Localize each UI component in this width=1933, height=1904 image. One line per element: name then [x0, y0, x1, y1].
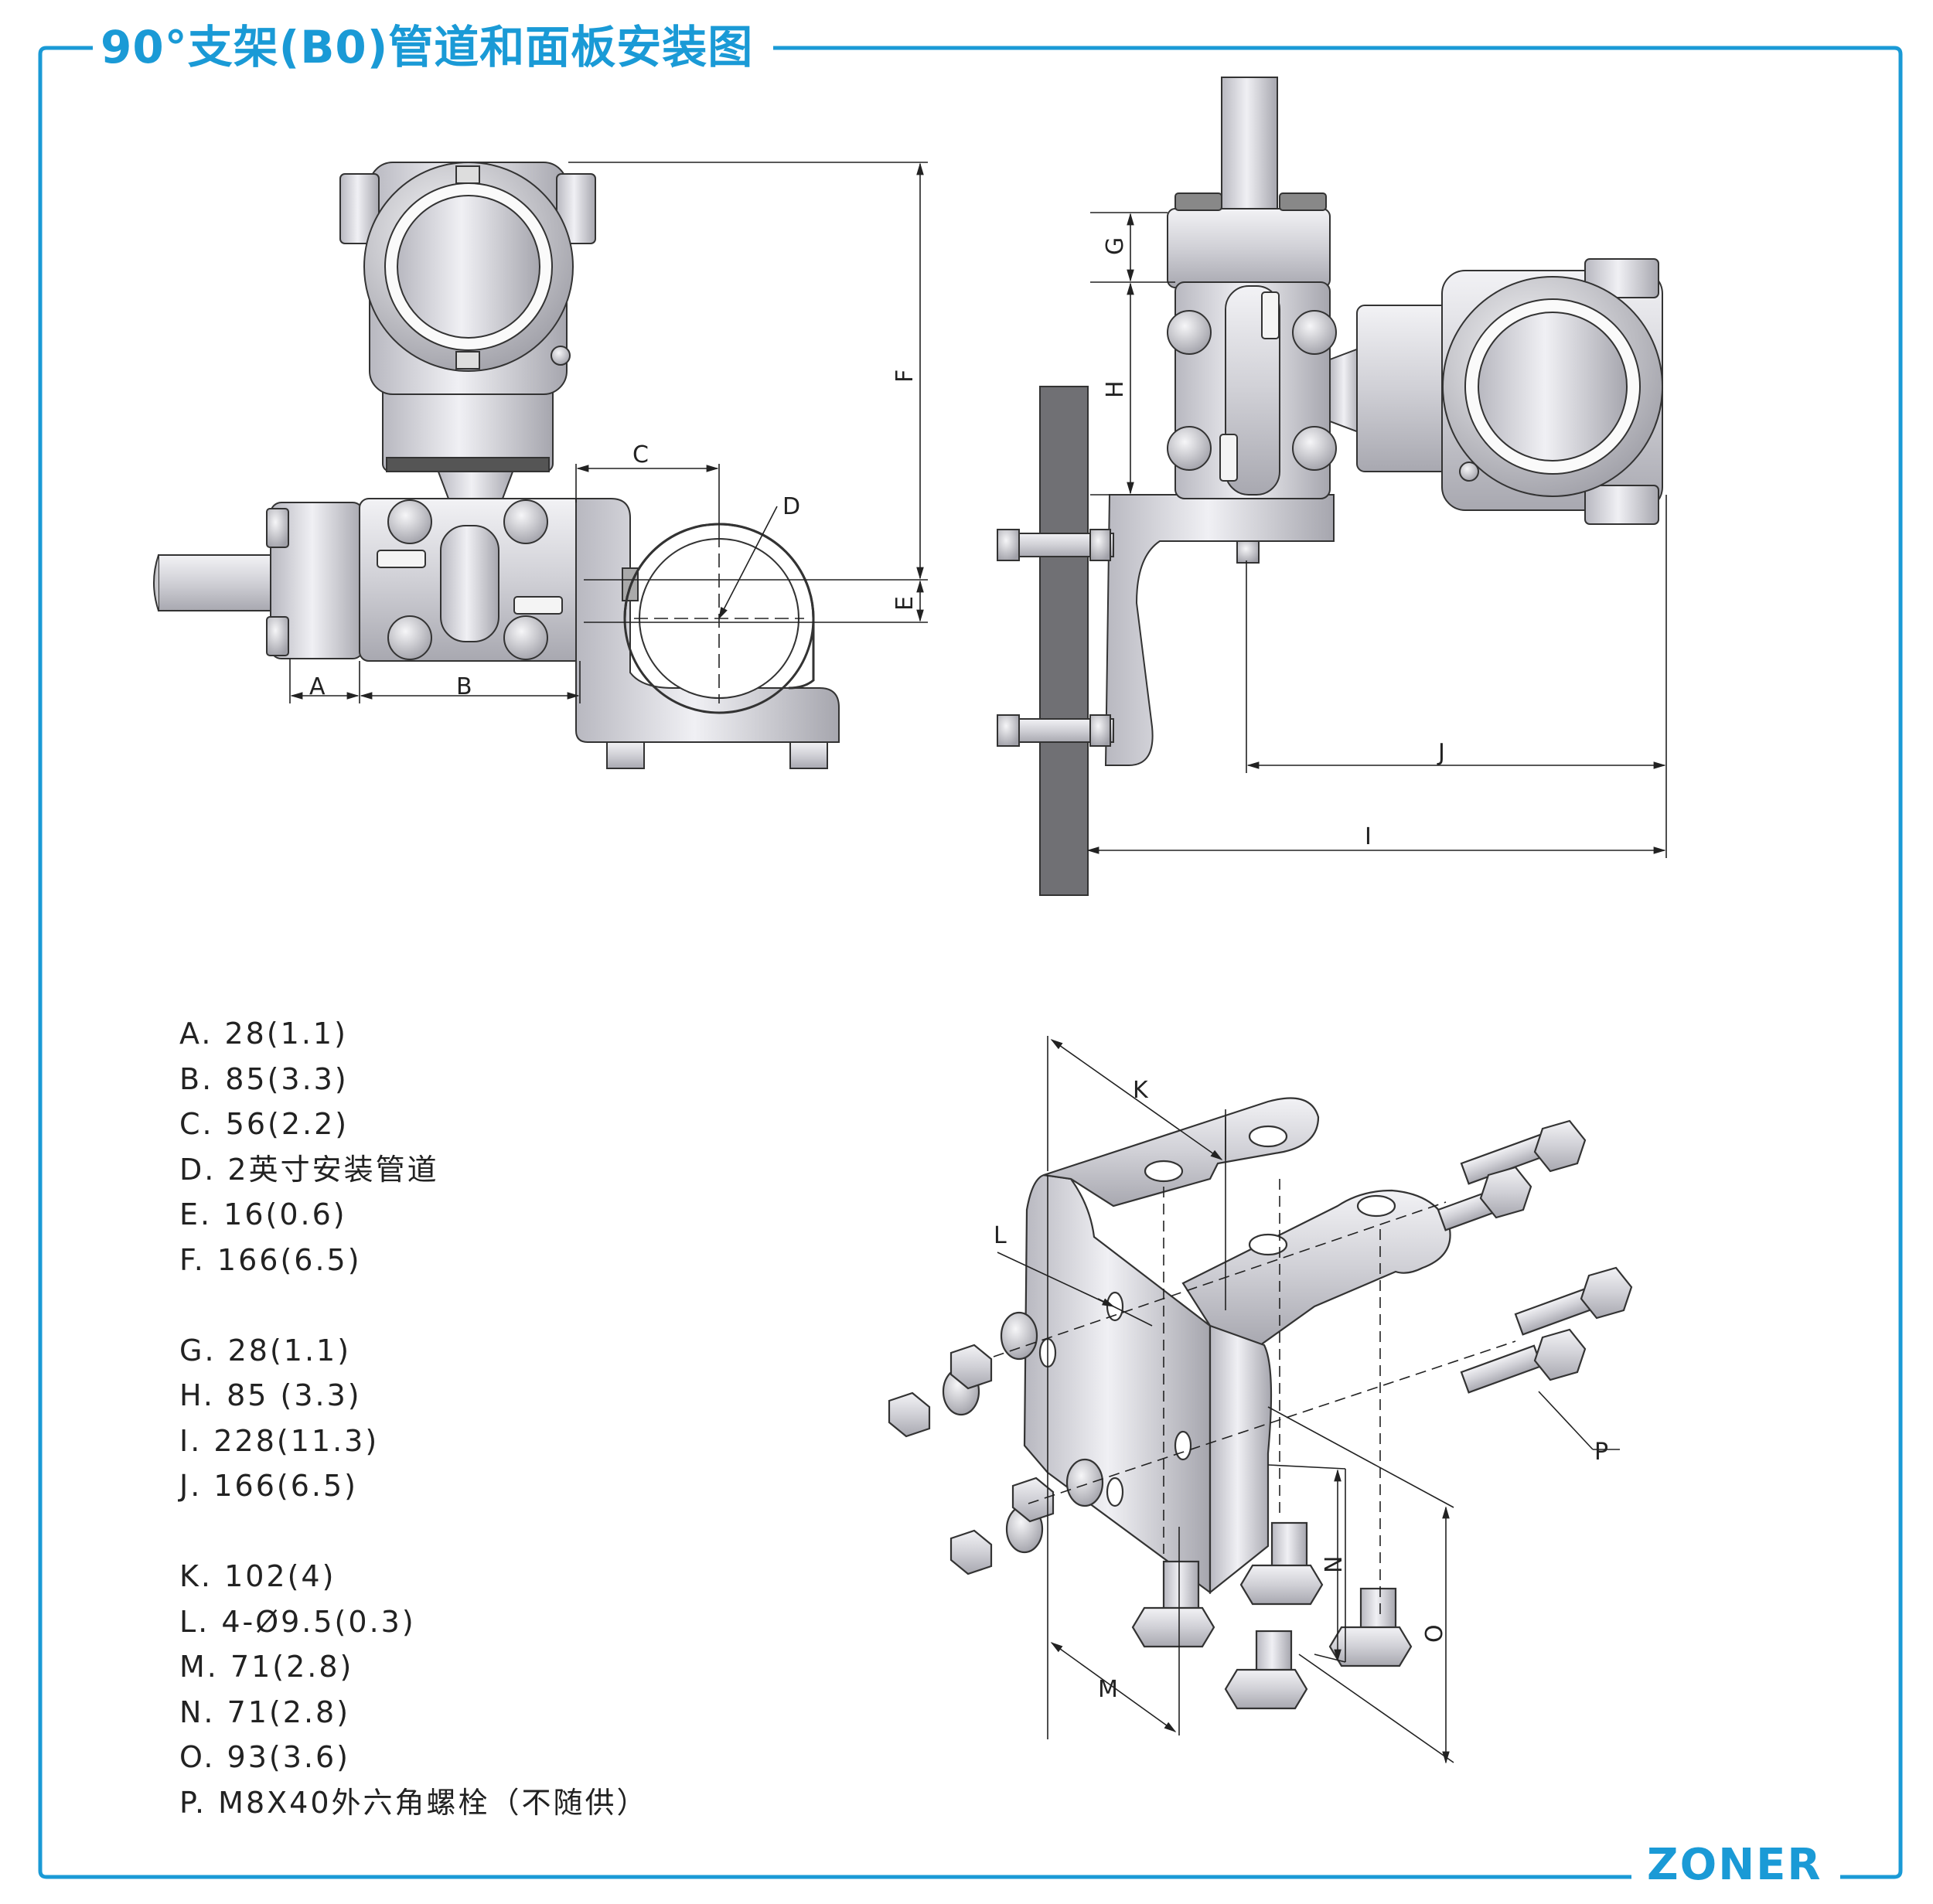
dim-label-g: G: [1102, 237, 1129, 255]
washer: [1000, 1311, 1038, 1361]
spec-j: J. 166(6.5): [179, 1469, 358, 1503]
bracket-plate-vertical: [1023, 1173, 1212, 1595]
spec-m: M. 71(2.8): [179, 1650, 354, 1684]
spec-n: N. 71(2.8): [179, 1695, 351, 1729]
spec-a: A. 28(1.1): [179, 1017, 348, 1051]
pipe-mount-labels: A B C D E F: [309, 370, 919, 700]
hex-bolt: [1437, 1166, 1532, 1231]
bolt-head: [503, 499, 548, 544]
spec-k: K. 102(4): [179, 1559, 336, 1593]
bolt-head: [1167, 310, 1212, 355]
dim-label-f: F: [891, 370, 919, 383]
hex-nut: [1089, 714, 1111, 747]
spec-i: I. 228(11.3): [179, 1423, 380, 1458]
hex-nut: [949, 1344, 993, 1390]
wall-panel: [1039, 386, 1089, 896]
dim-label-n: N: [1321, 1556, 1348, 1573]
bolt-head: [1292, 426, 1337, 471]
bracket-top-flange-2: [1181, 1189, 1451, 1347]
hex-bolt: [1239, 1521, 1324, 1606]
bracket-isometric-labels: K L M N O P: [994, 1077, 1608, 1703]
panel-mount-view: [997, 77, 1663, 896]
panel-mount-dimensions: [1086, 212, 1667, 858]
hex-bolt: [1460, 1119, 1587, 1185]
hex-bolt: [1224, 1630, 1308, 1710]
page-title: 90°支架(B0)管道和面板安装图: [101, 21, 754, 73]
bolt-head: [387, 615, 432, 660]
washer: [1065, 1458, 1104, 1507]
hex-nut: [949, 1529, 993, 1575]
brand-logo: ZONER: [1647, 1840, 1822, 1890]
bolt-head: [1167, 426, 1212, 471]
hex-bolt: [1460, 1328, 1587, 1394]
hex-bolt: [1131, 1560, 1215, 1648]
hex-nut: [789, 741, 828, 769]
bolt-head: [503, 615, 548, 660]
dim-label-h: H: [1102, 380, 1129, 398]
pipe-mount-dimensions: [289, 162, 928, 703]
spec-c: C. 56(2.2): [179, 1107, 349, 1141]
spec-l: L. 4-Ø9.5(0.3): [179, 1604, 416, 1639]
hex-nut: [1011, 1477, 1055, 1523]
spec-p: P. M8X40外六角螺栓（不随供）: [179, 1785, 649, 1820]
dim-label-k: K: [1133, 1077, 1149, 1104]
dim-label-i: I: [1365, 823, 1372, 850]
process-flange: [1167, 208, 1331, 288]
dim-label-o: O: [1421, 1624, 1448, 1643]
bracket-top-flange-1: [1043, 1097, 1320, 1207]
dimension-specs: A. 28(1.1) B. 85(3.3) C. 56(2.2) D. 2英寸安…: [179, 1011, 649, 1825]
spec-h: H. 85 (3.3): [179, 1378, 362, 1412]
spec-f: F. 166(6.5): [179, 1242, 362, 1277]
dim-label-l: L: [994, 1222, 1007, 1249]
hex-bolt: [1514, 1266, 1633, 1336]
hex-nut: [1089, 529, 1111, 561]
spec-e: E. 16(0.6): [179, 1197, 347, 1231]
spec-d: D. 2英寸安装管道: [179, 1152, 439, 1187]
bracket-isometric: [888, 1097, 1633, 1710]
dim-label-p: P: [1594, 1439, 1608, 1466]
spec-g: G. 28(1.1): [179, 1333, 352, 1368]
dim-label-j: J: [1437, 739, 1445, 766]
panel-mount-labels: G H J I: [1102, 237, 1445, 850]
bolt-head: [1292, 310, 1337, 355]
bracket-isometric-dimensions: [993, 1036, 1620, 1764]
hex-nut: [997, 714, 1020, 747]
spec-o: O. 93(3.6): [179, 1740, 350, 1774]
dim-label-m: M: [1098, 1676, 1118, 1703]
dim-label-a: A: [309, 673, 326, 700]
pipe-mount-view: [153, 162, 840, 769]
dim-label-c: C: [632, 441, 649, 468]
hex-nut: [606, 741, 645, 769]
bolt-head: [387, 499, 432, 544]
hex-nut: [888, 1391, 931, 1438]
dim-label-e: E: [891, 596, 919, 611]
hex-nut: [997, 529, 1020, 561]
panel-bracket: [1104, 494, 1335, 766]
dim-label-d: D: [782, 493, 800, 520]
hex-bolt: [1328, 1587, 1413, 1667]
dim-label-b: B: [456, 673, 472, 700]
vertical-pipe: [1221, 77, 1278, 213]
spec-b: B. 85(3.3): [179, 1061, 349, 1096]
